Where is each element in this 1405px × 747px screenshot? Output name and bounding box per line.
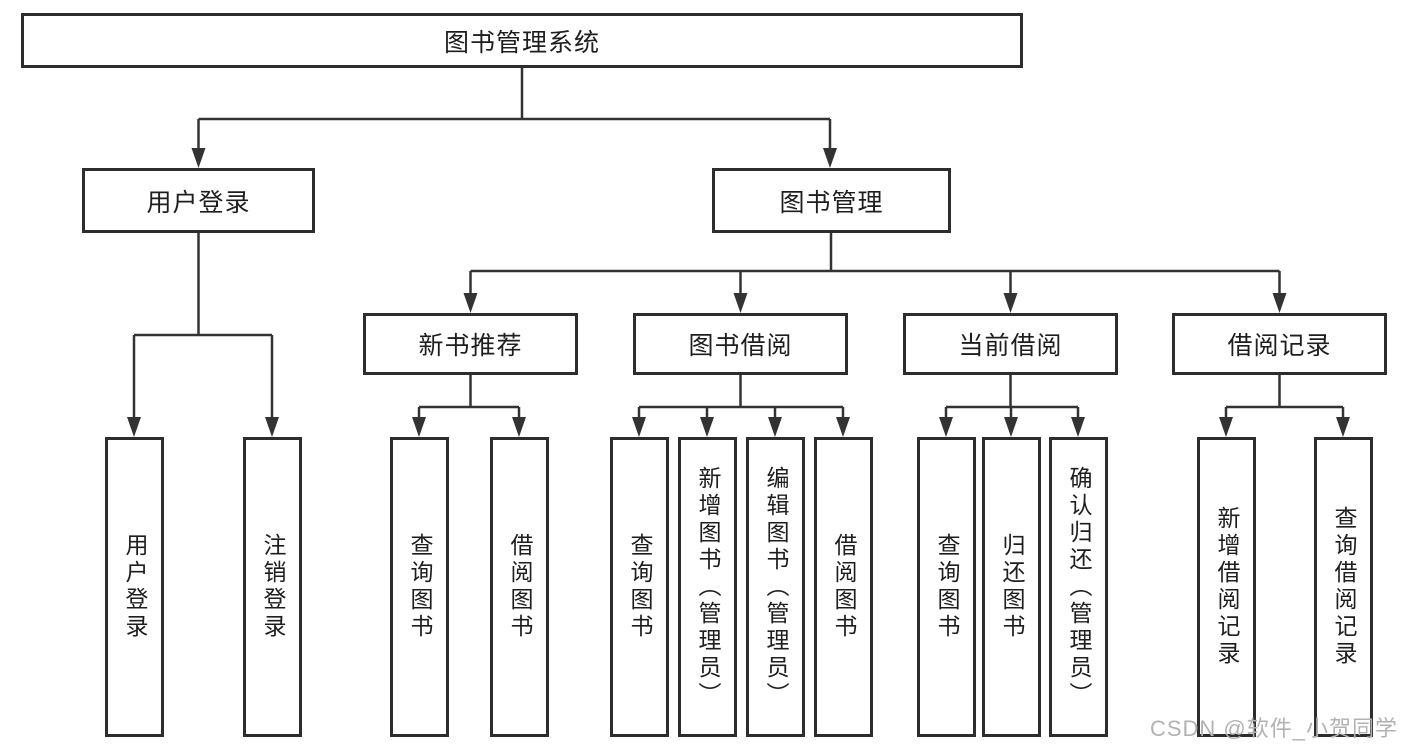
leaf-return-book: 归还图书 [982, 437, 1041, 737]
leaf-user-login: 用户登录 [105, 437, 164, 737]
leaf-query-book-current: 查询图书 [917, 437, 976, 737]
leaf-query-book-recommend: 查询图书 [390, 437, 449, 737]
node-book-borrow: 图书借阅 [633, 313, 848, 375]
node-root-system: 图书管理系统 [21, 13, 1023, 68]
leaf-borrow-book: 借阅图书 [814, 437, 873, 737]
node-current-borrow: 当前借阅 [903, 313, 1118, 375]
leaf-logout: 注销登录 [243, 437, 302, 737]
leaf-add-borrow-record: 新增借阅记录 [1197, 437, 1256, 737]
node-user-login: 用户登录 [82, 168, 315, 233]
leaf-add-book-admin: 新增图书（管理员） [678, 437, 737, 737]
leaf-borrow-book-recommend: 借阅图书 [490, 437, 549, 737]
node-borrow-records: 借阅记录 [1172, 313, 1387, 375]
node-new-book-recommend: 新书推荐 [363, 313, 578, 375]
leaf-edit-book-admin: 编辑图书（管理员） [746, 437, 805, 737]
leaf-query-borrow-record: 查询借阅记录 [1314, 437, 1373, 737]
arrowheads [127, 148, 1350, 437]
leaf-query-book-borrow: 查询图书 [610, 437, 669, 737]
leaf-confirm-return-admin: 确认归还（管理员） [1049, 437, 1108, 737]
csdn-watermark: CSDN @软件_小贺同学 [1149, 716, 1398, 741]
node-book-management: 图书管理 [712, 168, 951, 233]
